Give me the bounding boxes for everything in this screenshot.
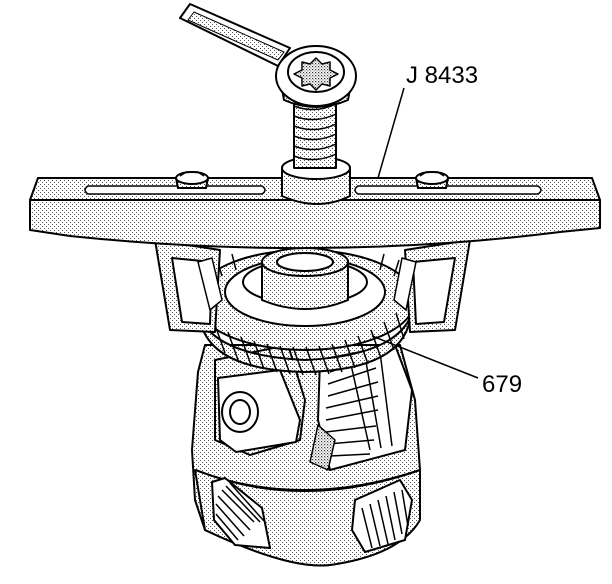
bolt-right (414, 171, 450, 189)
puller-legs (154, 239, 471, 333)
wrench (179, 3, 357, 107)
callout-tool: J 8433 (377, 62, 478, 179)
left-slot (84, 185, 266, 195)
socket-star-icon (293, 57, 339, 91)
label-tool: J 8433 (406, 62, 478, 89)
bolt-left (174, 171, 210, 189)
differential-case (191, 344, 421, 567)
screw-threads (293, 103, 337, 161)
lower-left-gear-teeth (215, 482, 265, 541)
right-slot (354, 185, 542, 195)
callout-part: 679 (371, 335, 522, 398)
leader-line-part (371, 335, 479, 379)
label-part: 679 (482, 371, 522, 398)
lower-right-gear-teeth (361, 489, 409, 549)
bearing (242, 247, 368, 310)
leader-line-tool (377, 87, 405, 179)
